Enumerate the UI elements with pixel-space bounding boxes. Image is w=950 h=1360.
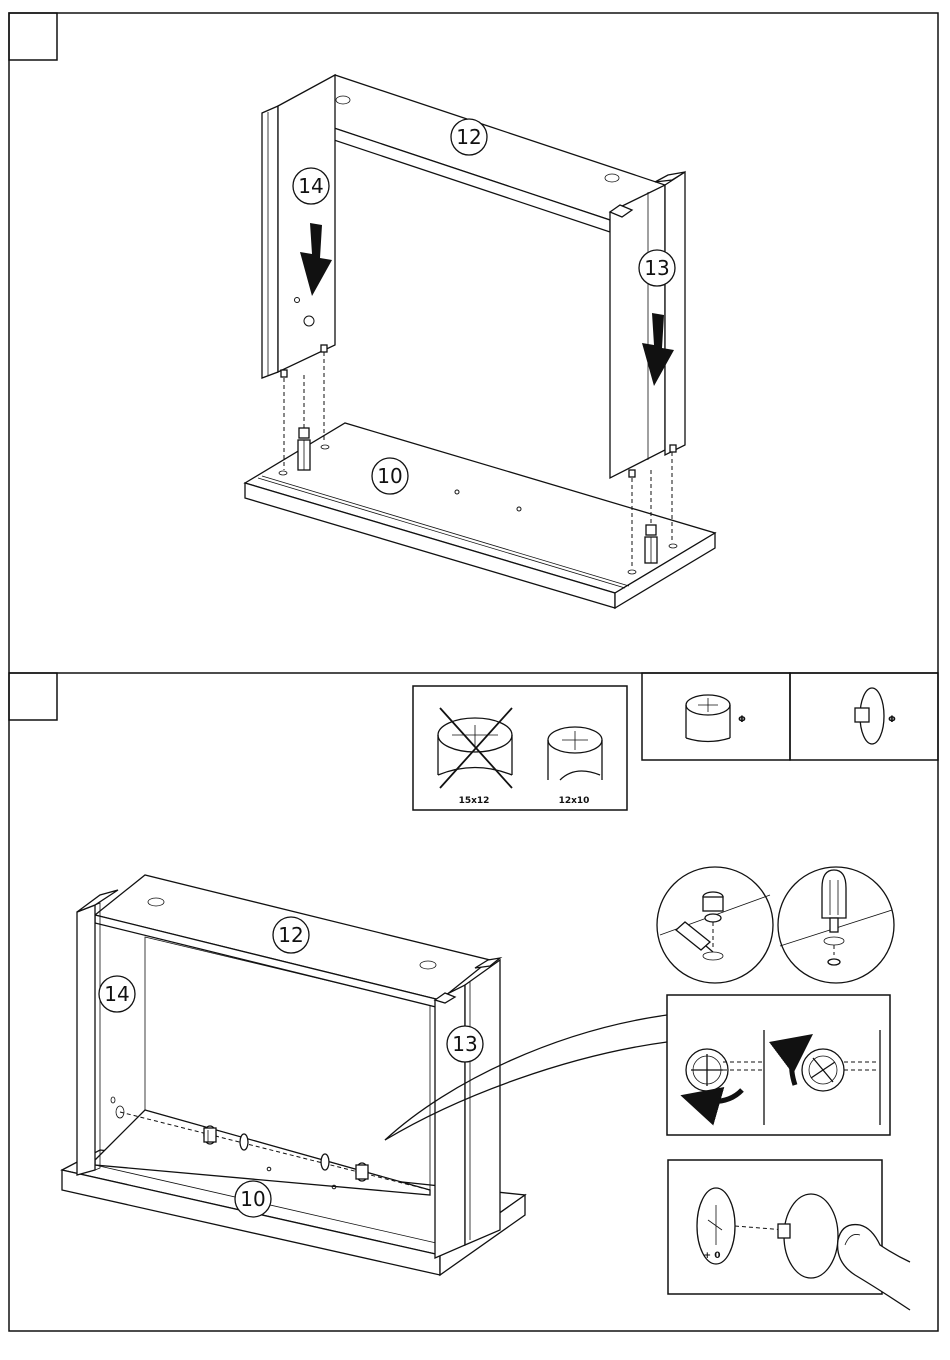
- cam-15x12-crossed-icon: 15x12: [438, 708, 512, 806]
- part-label-14: 14: [99, 976, 135, 1012]
- part-label-14: 14: [293, 168, 329, 204]
- step-2-number-box: [9, 673, 57, 720]
- hardware-box-bolt: Φ: [790, 673, 938, 760]
- dowel-icon: [298, 428, 310, 470]
- cover-cap-icon: [778, 1194, 838, 1278]
- svg-text:+ 0: + 0: [704, 1251, 721, 1261]
- cam-insert-detail: [657, 867, 773, 983]
- cam-rotation-detail: [667, 995, 890, 1135]
- step-1-diagram: 12 14 13 10: [245, 75, 715, 608]
- svg-text:15x12: 15x12: [459, 796, 490, 806]
- step-1-number-box: [9, 13, 57, 60]
- svg-text:Φ: Φ: [738, 715, 746, 725]
- callout-line: [385, 1015, 667, 1140]
- part-label-13: 13: [447, 1026, 483, 1062]
- callout-line: [385, 1042, 667, 1140]
- cam-lock-icon: [204, 1126, 216, 1144]
- svg-text:12: 12: [278, 923, 303, 947]
- svg-text:12: 12: [456, 125, 481, 149]
- hardware-box-cam: Φ: [642, 673, 790, 760]
- cover-cap-detail: + 0: [668, 1160, 910, 1310]
- svg-text:10: 10: [377, 464, 402, 488]
- dowel-icon: [645, 525, 657, 563]
- part-label-13: 13: [639, 250, 675, 286]
- cam-open-icon: [686, 1049, 763, 1102]
- part-label-10: 10: [235, 1181, 271, 1217]
- cam-12x10-correct-icon: 12x10: [548, 727, 602, 806]
- svg-text:13: 13: [644, 256, 669, 280]
- svg-text:10: 10: [240, 1187, 265, 1211]
- step-2-diagram: 12 14 13 10: [62, 875, 667, 1275]
- cam-lock-icon: [356, 1163, 368, 1181]
- bolt-insert-detail: [778, 867, 894, 983]
- svg-text:12x10: 12x10: [559, 796, 590, 806]
- cam-locked-icon: [792, 1040, 879, 1091]
- rotate-counterclockwise-arrow-icon: [690, 1090, 742, 1102]
- side-panel-13: [610, 172, 685, 478]
- cam-size-comparison: 15x12 12x10: [413, 686, 627, 810]
- svg-text:14: 14: [298, 174, 323, 198]
- part-label-12: 12: [451, 119, 487, 155]
- cam-face-icon: + 0: [697, 1188, 735, 1264]
- part-label-10: 10: [372, 458, 408, 494]
- svg-text:13: 13: [452, 1032, 477, 1056]
- finger-icon: [838, 1225, 910, 1310]
- cam-bolt-icon: [240, 1134, 248, 1150]
- side-panel-14: [77, 890, 124, 1175]
- cam-bolt-icon: [321, 1154, 329, 1170]
- side-panel-14: [262, 75, 335, 378]
- part-label-12: 12: [273, 917, 309, 953]
- svg-text:14: 14: [104, 982, 129, 1006]
- svg-text:Φ: Φ: [888, 715, 896, 725]
